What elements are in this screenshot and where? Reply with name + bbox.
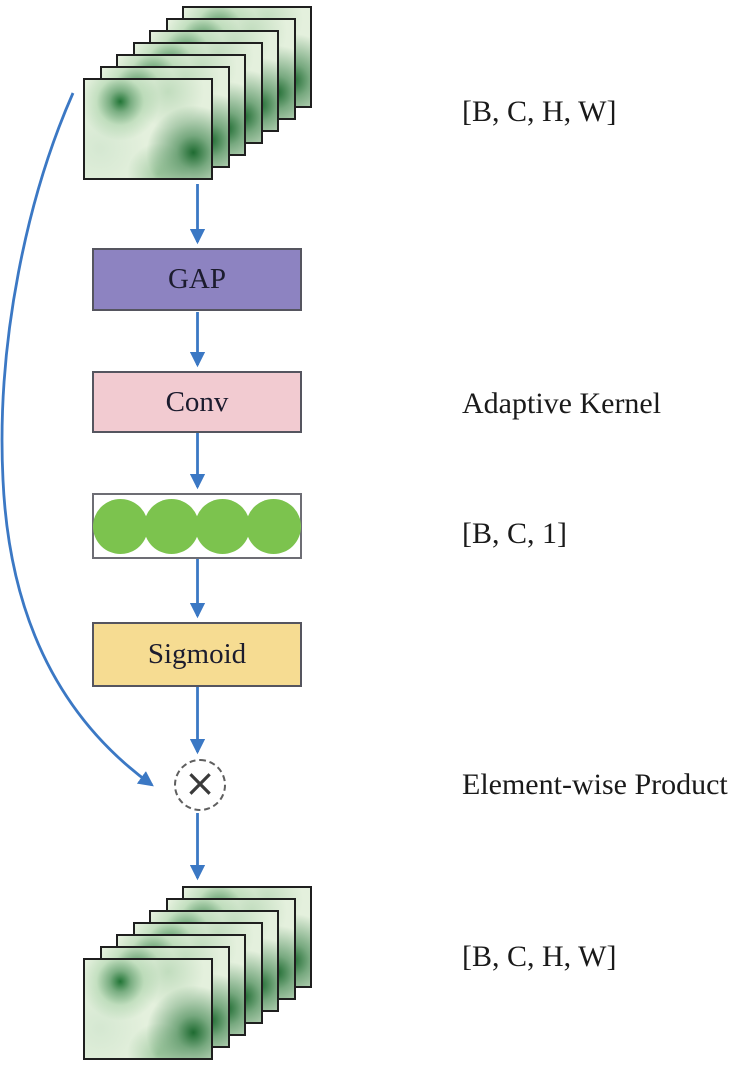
conv-label: Conv xyxy=(165,385,229,418)
channel-weight-circle xyxy=(195,498,250,554)
input-feature-map-stack xyxy=(83,6,313,181)
multiply-icon: × xyxy=(184,761,216,805)
channel-weight-circle xyxy=(93,498,148,554)
gap-block: GAP xyxy=(92,248,302,311)
multiply-node: × xyxy=(174,759,226,811)
feature-map xyxy=(83,78,213,180)
elementwise-product-label: Element-wise Product xyxy=(462,768,728,801)
adaptive-kernel-label: Adaptive Kernel xyxy=(462,387,662,420)
channel-weight-circle xyxy=(246,498,301,554)
conv-block: Conv xyxy=(92,371,302,433)
channel-vector-box xyxy=(92,493,302,559)
output-shape-label: [B, C, H, W] xyxy=(462,940,617,973)
gap-label: GAP xyxy=(167,263,226,295)
channel-weight-circle xyxy=(144,498,199,554)
sigmoid-block: Sigmoid xyxy=(92,622,302,687)
feature-map xyxy=(83,958,213,1060)
sigmoid-label: Sigmoid xyxy=(147,638,247,670)
input-shape-label: [B, C, H, W] xyxy=(462,95,617,128)
output-feature-map-stack xyxy=(83,886,313,1061)
vector-shape-label: [B, C, 1] xyxy=(462,517,567,550)
